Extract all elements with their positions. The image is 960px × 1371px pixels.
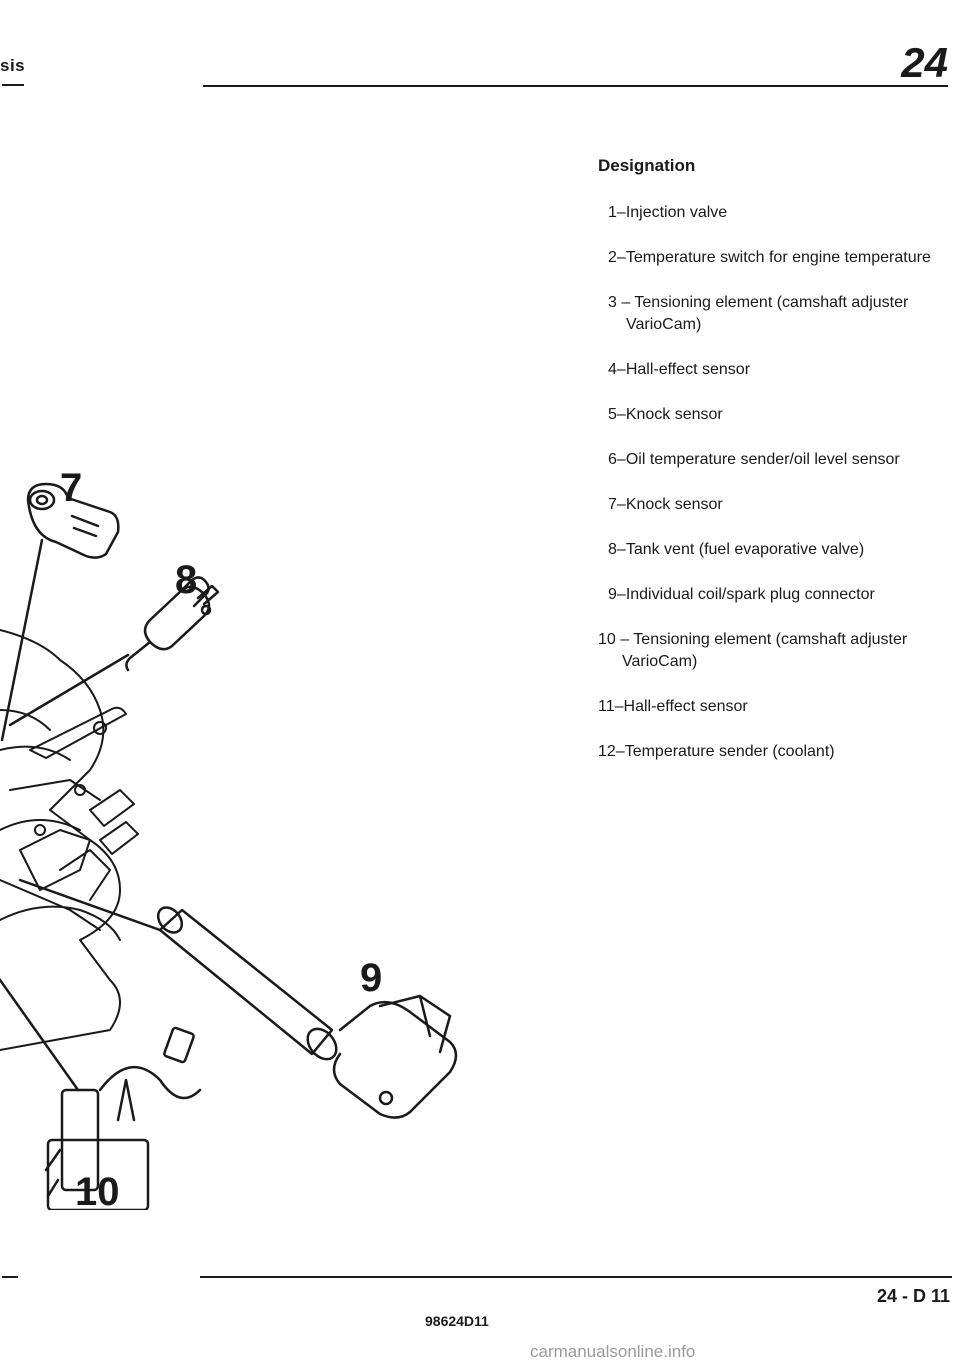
item-number: 8 [608,541,617,558]
list-item: 2 – Temperature switch for engine temper… [608,247,953,269]
item-text: Injection valve [625,204,728,221]
tensioning-element-drawing [44,1026,202,1210]
footer-tick [2,1276,18,1278]
item-text: Knock sensor [625,406,723,423]
document-id: 98624D11 [425,1313,489,1329]
item-number: 3 [608,294,617,311]
tank-vent-valve-drawing [125,576,220,672]
item-number: 1 [608,204,617,221]
item-number: 2 [608,249,617,266]
list-item: 11 – Hall-effect sensor [598,696,953,718]
item-number: 5 [608,406,617,423]
list-item: 12 – Temperature sender (coolant) [598,741,953,763]
item-text-continued: VarioCam) [626,316,702,333]
knock-sensor-drawing [26,482,120,559]
callout-10: 10 [75,1170,120,1214]
item-text: Tensioning element (camshaft adjuster [634,294,909,311]
chapter-number: 24 [901,39,948,86]
item-text: Oil temperature sender/oil level sensor [625,451,900,468]
watermark: carmanualsonline.info [530,1342,696,1361]
item-text: Knock sensor [625,496,723,513]
callout-7: 7 [60,466,83,510]
item-text: Tensioning element (camshaft adjuster [633,631,908,648]
item-text: Temperature sender (coolant) [624,743,835,760]
section-underline [2,84,24,86]
list-item: 5 – Knock sensor [608,404,953,426]
item-text: Hall-effect sensor [623,698,748,715]
designation-heading: Designation [598,156,696,175]
item-text: Tank vent (fuel evaporative valve) [625,541,865,558]
list-item: 4 – Hall-effect sensor [608,359,953,381]
leader-line-10 [0,978,80,1092]
footer-rule [200,1276,952,1278]
section-label: sis [0,56,26,75]
list-item: 1 – Injection valve [608,202,953,224]
header-rule [203,85,948,87]
item-number: 6 [608,451,617,468]
item-number: 12 [598,743,616,760]
callout-9: 9 [360,956,383,1000]
item-number: 10 [598,631,616,648]
item-number: 9 [608,586,617,603]
list-item: 7 – Knock sensor [608,494,953,516]
item-text-continued: VarioCam) [622,653,698,670]
callout-8: 8 [175,558,198,602]
list-item: 9 – Individual coil/spark plug connector [608,584,953,606]
page-number: 24 - D 11 [876,1286,950,1306]
item-text: Hall-effect sensor [625,361,751,378]
list-item: 3 – Tensioning element (camshaft adjuste… [608,292,953,336]
leader-line-8 [8,653,130,727]
leader-line-9 [18,878,162,932]
leader-line-7 [0,538,44,742]
item-number: 4 [608,361,617,378]
list-item: 6 – Oil temperature sender/oil level sen… [608,449,953,471]
item-text: Individual coil/spark plug connector [625,586,875,603]
item-number: 7 [608,496,617,513]
list-item: 8 – Tank vent (fuel evaporative valve) [608,539,953,561]
designation-list: 1 – Injection valve 2 – Temperature swit… [598,202,953,786]
engine-components-diagram [0,482,458,1210]
engine-block-drawing [0,629,139,1051]
ignition-coil-drawing [156,906,458,1119]
item-text: Temperature switch for engine temperatur… [625,249,931,266]
item-number: 11 [598,698,615,715]
list-item: 10 – Tensioning element (camshaft adjust… [598,629,953,673]
